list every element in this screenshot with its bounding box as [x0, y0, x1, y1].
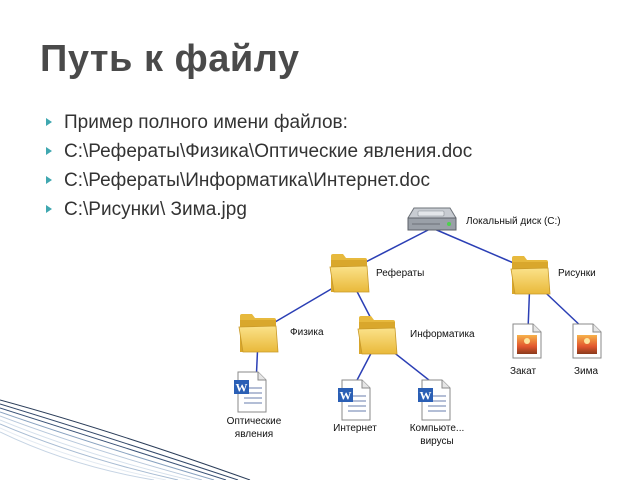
folder-informatika-label: Информатика	[410, 328, 475, 340]
bullet-item-path-optics: C:\Рефераты\Физика\Оптические явления.do…	[44, 137, 472, 166]
word-document-icon	[233, 371, 267, 413]
bullet-text: C:\Рисунки\ Зима.jpg	[64, 199, 247, 220]
folder-referaty-node[interactable]: Рефераты	[329, 253, 424, 293]
local-drive-node[interactable]: Локальный диск (C:)	[407, 207, 561, 231]
file-viruses-label-line2: вирусы	[420, 436, 453, 447]
drive-label: Локальный диск (C:)	[466, 216, 561, 227]
file-zima-node[interactable]: Зима	[572, 323, 602, 377]
bullet-arrow-icon	[46, 118, 52, 126]
file-zakat-label: Закат	[510, 366, 537, 377]
folder-risunki-node[interactable]: Рисунки	[510, 255, 596, 295]
folder-icon	[329, 253, 370, 293]
folder-icon	[510, 255, 551, 295]
file-optics-node[interactable]: Оптические явления	[227, 371, 282, 440]
bullet-item-path-internet: C:\Рефераты\Информатика\Интернет.doc	[44, 166, 472, 195]
file-optics-label-line2: явления	[235, 429, 273, 440]
bullet-arrow-icon	[46, 176, 52, 184]
word-document-icon	[417, 379, 451, 421]
folder-informatika-node[interactable]: Информатика	[357, 315, 475, 355]
bullet-text: C:\Рефераты\Информатика\Интернет.doc	[64, 170, 430, 191]
bullet-item-path-winter: C:\Рисунки\ Зима.jpg	[44, 195, 472, 224]
folder-icon	[357, 315, 398, 355]
tree-connectors	[255, 227, 586, 385]
bullet-arrow-icon	[46, 205, 52, 213]
bullet-list: Пример полного имени файлов: C:\Рефераты…	[44, 108, 472, 224]
file-viruses-node[interactable]: Компьюте... вирусы	[410, 379, 465, 447]
slide-title: Путь к файлу	[40, 38, 300, 80]
folder-risunki-label: Рисунки	[558, 268, 596, 279]
file-viruses-label-line1: Компьюте...	[410, 423, 465, 434]
bullet-arrow-icon	[46, 147, 52, 155]
word-document-icon	[337, 379, 371, 421]
image-file-icon	[512, 323, 542, 359]
hard-drive-icon	[407, 207, 457, 231]
file-optics-label-line1: Оптические	[227, 416, 282, 427]
decorative-swoosh	[0, 399, 251, 480]
image-file-icon	[572, 323, 602, 359]
folder-fizika-node[interactable]: Физика	[238, 313, 324, 353]
file-internet-node[interactable]: Интернет	[333, 379, 377, 434]
folder-referaty-label: Рефераты	[376, 267, 424, 279]
file-zima-label: Зима	[574, 366, 599, 377]
folder-icon	[238, 313, 279, 353]
file-zakat-node[interactable]: Закат	[510, 323, 542, 377]
bullet-item-example: Пример полного имени файлов:	[44, 108, 472, 137]
bullet-text: C:\Рефераты\Физика\Оптические явления.do…	[64, 141, 473, 162]
file-internet-label: Интернет	[333, 423, 377, 434]
bullet-text: Пример полного имени файлов:	[64, 112, 348, 133]
folder-fizika-label: Физика	[290, 327, 324, 338]
